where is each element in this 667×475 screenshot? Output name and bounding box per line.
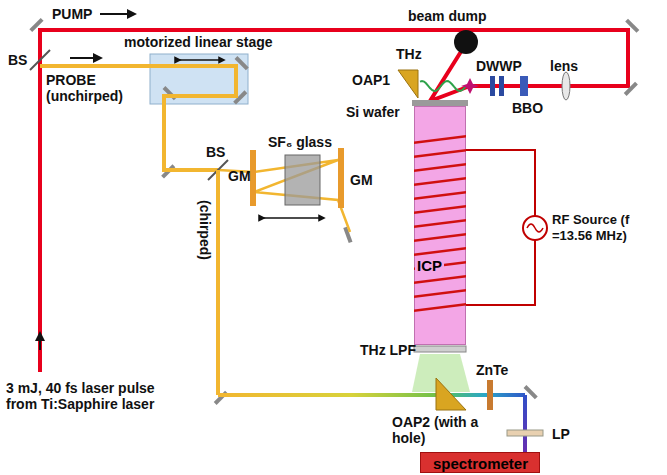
znte [487,380,493,410]
chirped-label: (chirped) [197,200,213,260]
crystal-label: ZnTe [476,362,508,378]
spectrometer-box: spectrometer [420,452,540,473]
bbo [520,76,528,96]
oap-label: OAP1 [352,72,390,88]
sf6-glass [285,155,320,205]
waveplate-label: DWWP [476,58,522,74]
probe-beam [40,66,236,170]
chirped-beam [216,170,220,395]
mirrors [29,18,639,405]
probe-label: PROBE (unchirped) [46,72,136,104]
beam-dump [454,30,478,54]
plasma [461,78,479,94]
grating-label: GM [228,168,251,184]
compressor-beam [218,160,350,232]
node-text: ICP [415,257,444,274]
reflected-pump [430,50,470,101]
stage-arrow [178,59,222,61]
beam-splitter-label: BS [8,52,27,68]
grating-label: GM [350,172,373,188]
stage-label: motorized linear stage [124,34,273,50]
pump-label: PUMP [52,6,92,22]
coil [414,106,466,345]
probe-out [442,393,525,397]
lens-label: lens [550,58,578,74]
probe-out [523,395,527,455]
thz-wave [420,81,466,91]
oap2 [436,378,466,410]
grating [338,148,344,208]
plasma-tube: ICP [414,106,466,345]
rf-source [523,216,547,240]
beam-splitter-label: BS [206,144,225,160]
wafer-label: Si wafer [346,104,400,120]
rf-wire [466,150,535,216]
dwwp [490,76,495,96]
thz-label: THz [396,46,422,62]
stage-arrow [262,217,322,219]
rf-source-label: RF Source (f =13.56 MHz) [552,212,664,244]
pump-beam [40,30,628,372]
crystal-label: BBO [512,100,543,116]
oap1 [398,70,418,98]
thz-lpf [414,346,466,352]
glass-label: SF₆ glass [268,134,332,150]
rf-source [527,224,543,232]
direction-arrow [100,13,132,15]
laser-label: 3 mJ, 40 fs laser pulse from Ti:Sapphire… [6,380,174,412]
filter-label: THz LPF [360,342,416,358]
direction-arrow [39,336,41,350]
beam-dump-label: beam dump [408,8,487,24]
rf-wire [466,240,535,305]
node-text: spectrometer [433,455,527,472]
chirped-beam [218,393,442,397]
dwwp [499,76,504,96]
polarizer [507,430,543,436]
oap-label: OAP2 (with a hole) [392,414,490,446]
direction-arrow [70,57,98,59]
lens [562,72,570,100]
polarizer-label: LP [552,426,570,442]
grating [250,150,256,206]
